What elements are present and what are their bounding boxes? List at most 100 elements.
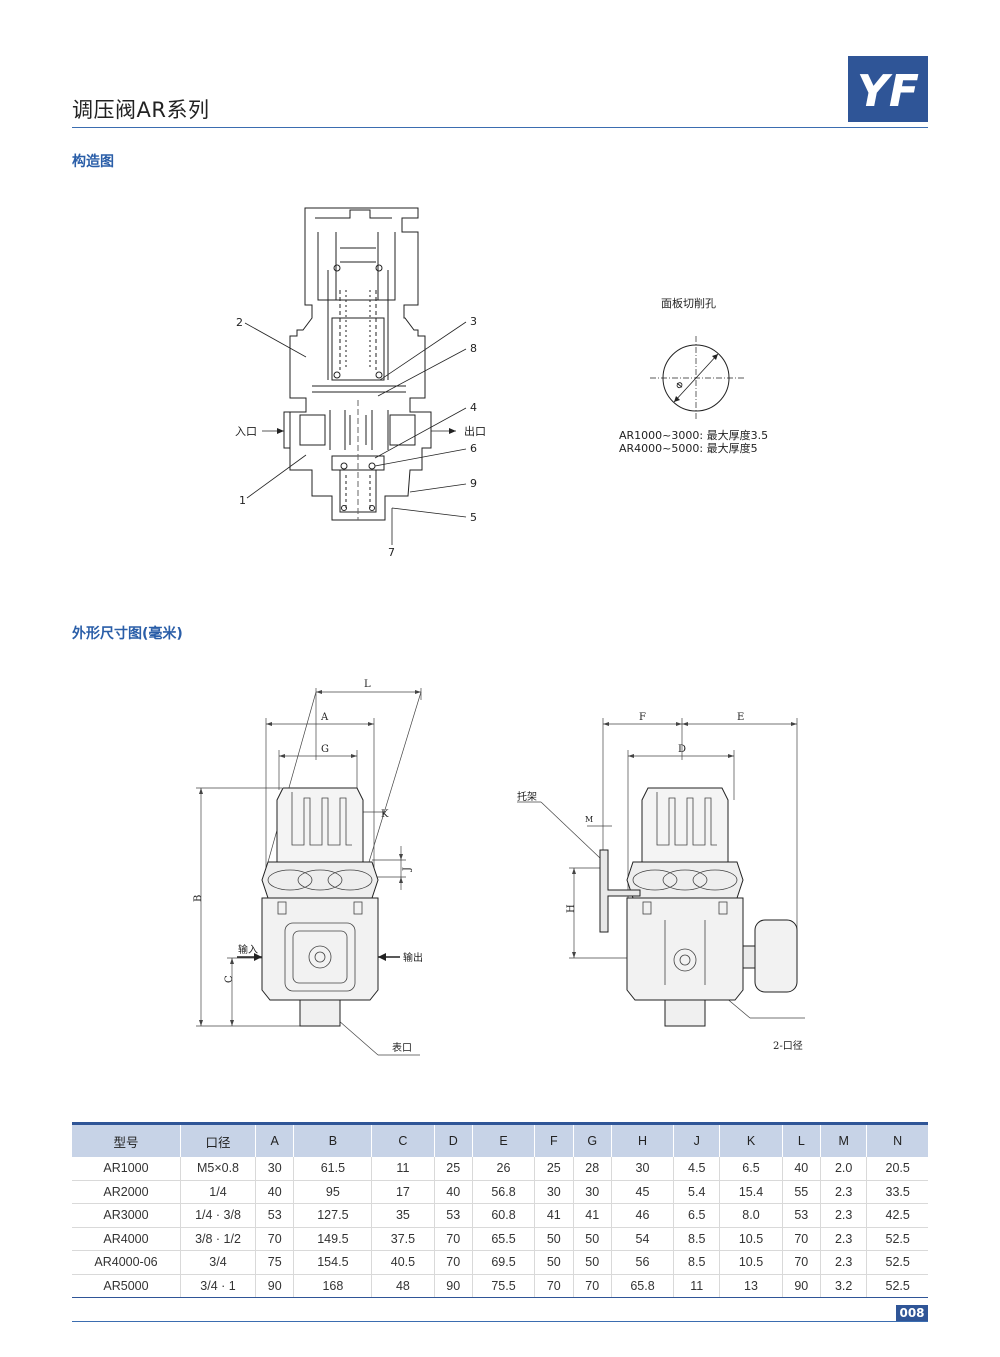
page-title: 调压阀AR系列	[72, 98, 210, 122]
logo-text: YF	[857, 66, 919, 117]
table-cell: 52.5	[866, 1250, 928, 1275]
table-cell: 6.5	[673, 1203, 721, 1228]
table-cell: 53	[433, 1203, 473, 1228]
model-cell: AR3000	[72, 1203, 181, 1228]
table-cell: 70	[781, 1250, 822, 1275]
table-cell: 3/8 · 1/2	[180, 1227, 256, 1251]
table-cell: 70	[433, 1227, 473, 1251]
dim-label-D: D	[678, 744, 686, 755]
panel-cutout-note-2: AR4000~5000: 最大厚度5	[619, 441, 758, 455]
input-label: 输入	[238, 943, 258, 956]
table-cell: 70	[781, 1227, 822, 1251]
table-cell: 26	[471, 1157, 536, 1181]
table-cell: 40.5	[371, 1250, 435, 1275]
footer-divider	[72, 1321, 928, 1322]
table-cell: 28	[572, 1157, 612, 1181]
table-cell: 11	[673, 1274, 721, 1298]
table-cell: 17	[371, 1180, 435, 1204]
col-header-D: D	[433, 1122, 473, 1157]
dim-label-C: C	[224, 975, 235, 983]
table-cell: 50	[534, 1227, 574, 1251]
dim-label-H: H	[566, 904, 577, 913]
part-label-6: 6	[470, 442, 477, 455]
table-cell: M5×0.8	[180, 1157, 256, 1181]
col-header-L: L	[781, 1122, 822, 1157]
table-cell: 2.3	[819, 1250, 868, 1275]
section-title-dimensions: 外形尺寸图(毫米)	[72, 626, 183, 642]
table-cell: 70	[572, 1274, 612, 1298]
table-cell: 41	[534, 1203, 574, 1228]
dim-label-B: B	[193, 895, 204, 902]
title-divider	[72, 127, 928, 128]
col-header-N: N	[866, 1122, 928, 1157]
part-label-2: 2	[236, 316, 243, 329]
table-cell: 41	[572, 1203, 612, 1228]
table-cell: 5.4	[673, 1180, 721, 1204]
table-cell: 69.5	[471, 1250, 536, 1275]
table-cell: 4.5	[673, 1157, 721, 1181]
table-cell: 30	[534, 1180, 574, 1204]
table-cell: 90	[254, 1274, 295, 1298]
model-cell: AR1000	[72, 1157, 181, 1181]
part-label-1: 1	[239, 494, 246, 507]
col-header-H: H	[610, 1122, 675, 1157]
model-cell: AR4000	[72, 1227, 181, 1251]
table-cell: 25	[433, 1157, 473, 1181]
table-cell: 11	[371, 1157, 435, 1181]
table-cell: 2.3	[819, 1227, 868, 1251]
diameter-symbol: Φ	[674, 380, 686, 392]
col-header-port: 口径	[180, 1122, 256, 1157]
table-cell: 10.5	[719, 1227, 783, 1251]
model-cell: AR2000	[72, 1180, 181, 1204]
table-cell: 154.5	[293, 1250, 373, 1275]
table-cell: 45	[610, 1180, 675, 1204]
inlet-arrow	[277, 428, 284, 434]
section-title-structure: 构造图	[72, 154, 114, 170]
col-header-model: 型号	[72, 1122, 181, 1157]
panel-cutout-diagram: 面板切削孔 Φ AR1000~3000: 最大厚度3.5 AR4000~5000…	[619, 296, 768, 455]
dim-label-G: G	[321, 744, 329, 755]
table-cell: 30	[610, 1157, 675, 1181]
table-cell: 48	[371, 1274, 435, 1298]
table-cell: 1/4 · 3/8	[180, 1203, 256, 1228]
table-cell: 6.5	[719, 1157, 783, 1181]
dim-label-K: K	[381, 809, 389, 820]
outlet-arrow	[449, 428, 456, 434]
col-header-E: E	[471, 1122, 536, 1157]
table-cell: 8.5	[673, 1227, 721, 1251]
table-cell: 54	[610, 1227, 675, 1251]
col-header-K: K	[719, 1122, 783, 1157]
bracket-label: 托架	[517, 790, 537, 803]
table-cell: 53	[254, 1203, 295, 1228]
table-cell: 2.3	[819, 1180, 868, 1204]
model-cell: AR4000-06	[72, 1250, 181, 1275]
outlet-label: 出口	[464, 424, 486, 438]
table-cell: 30	[254, 1157, 295, 1181]
table-cell: 40	[433, 1180, 473, 1204]
col-header-A: A	[254, 1122, 295, 1157]
col-header-M: M	[819, 1122, 868, 1157]
port-label: 2-口径	[773, 1039, 803, 1052]
table-cell: 70	[433, 1250, 473, 1275]
table-cell: 168	[293, 1274, 373, 1298]
part-label-8: 8	[470, 342, 477, 355]
yf-logo: YF	[848, 56, 928, 122]
table-cell: 1/4	[180, 1180, 256, 1204]
table-cell: 2.0	[819, 1157, 868, 1181]
table-cell: 70	[254, 1227, 295, 1251]
dim-label-E: E	[737, 712, 744, 723]
table-cell: 13	[719, 1274, 783, 1298]
inlet-label: 入口	[235, 425, 257, 438]
table-cell: 3/4	[180, 1250, 256, 1275]
dim-label-F: F	[639, 712, 646, 723]
table-cell: 8.5	[673, 1250, 721, 1275]
table-cell: 70	[534, 1274, 574, 1298]
table-cell: 56.8	[471, 1180, 536, 1204]
table-cell: 65.5	[471, 1227, 536, 1251]
table-cell: 60.8	[471, 1203, 536, 1228]
col-header-G: G	[572, 1122, 612, 1157]
table-cell: 50	[572, 1227, 612, 1251]
